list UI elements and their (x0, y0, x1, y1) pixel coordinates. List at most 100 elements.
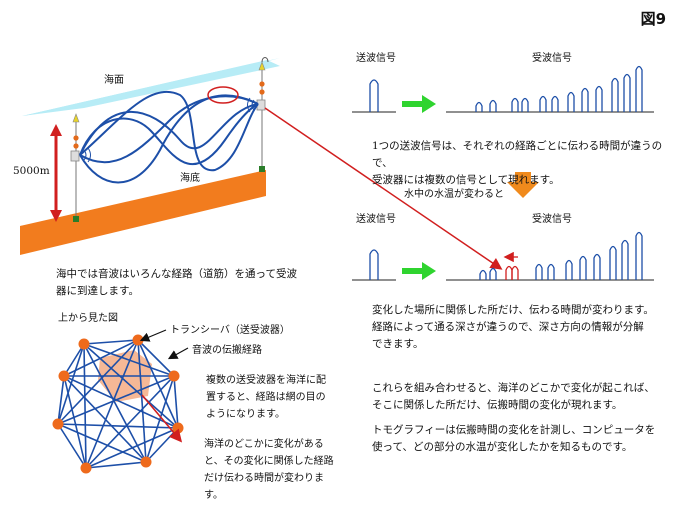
green-arrow-top (402, 95, 436, 113)
propagation-path-label: 音波の伝搬経路 (192, 345, 262, 356)
received-pulse-top-6 (551, 95, 559, 112)
depth-arrow-head-up (50, 124, 62, 136)
propagation-path (173, 375, 179, 429)
multipath-text: 海中では音波はいろんな経路（道筋）を通って受波 器に到達します。 (56, 268, 297, 297)
right-anchor (259, 166, 265, 172)
sent-pulse-top (369, 79, 379, 112)
changed-place-text: 変化した場所に関係した所だけ、伝わる時間が変わります。 経路によって通る深さが違… (372, 304, 654, 350)
right-buoy-2 (259, 89, 265, 95)
received-pulse-top-10 (611, 77, 619, 112)
left-buoy (73, 135, 79, 141)
sent-pulse-bottom (369, 249, 379, 280)
received-pulse-bottom-8 (579, 255, 587, 280)
received-pulse-top-7 (567, 91, 575, 112)
received-pulse-top-3 (511, 97, 519, 112)
sound-waves-right (247, 97, 255, 113)
received-pulses-bottom (479, 231, 643, 280)
sea-floor-slab (20, 170, 266, 255)
transceiver-node-7 (52, 418, 64, 430)
left-buoy-2 (73, 143, 79, 149)
received-pulses-top (475, 65, 643, 112)
propagation-path (63, 375, 87, 469)
received-pulse-bottom-5 (535, 263, 543, 280)
received-pulse-bottom-11 (621, 239, 629, 280)
depth-arrow-head-down (50, 210, 62, 222)
right-surface-float (258, 61, 266, 71)
received-pulse-bottom-10 (609, 245, 617, 280)
propagation-path (63, 339, 139, 377)
depth-label: 5000m (13, 165, 50, 177)
sent-signal-label-top: 送波信号 (356, 53, 396, 64)
signal-timing-text: 1つの送波信号は、それぞれの経路ごとに伝わる時間が違うので、 受波器には複数の信… (372, 140, 663, 186)
propagation-path (63, 343, 85, 377)
network-text: 複数の送受波器を海洋に配 置すると、経路は網の目の ようになります。 (206, 375, 326, 420)
water-temp-change-label: 水中の水温が変わると (404, 189, 504, 200)
received-signal-label-bottom: 受波信号 (532, 214, 572, 225)
transceiver-pointer (139, 329, 167, 342)
propagation-path (83, 343, 147, 463)
orange-down-arrow (507, 172, 539, 198)
figure-label: 図9 (640, 10, 666, 28)
sea-floor-label: 海底 (180, 173, 200, 184)
sea-surface-label: 海面 (104, 75, 124, 86)
received-pulse-top-2 (489, 99, 497, 112)
transceiver-node-6 (80, 462, 92, 474)
propagation-path (63, 375, 147, 463)
transceiver-node-1 (78, 338, 90, 350)
propagation-paths-network (57, 339, 179, 469)
change-area-arrow (141, 394, 183, 443)
propagation-path (85, 339, 139, 469)
propagation-path (83, 343, 175, 377)
sound-waves-left (83, 147, 91, 163)
received-signal-label-top: 受波信号 (532, 53, 572, 64)
transceiver-node-8 (58, 370, 70, 382)
received-pulse-bottom-1 (479, 269, 487, 280)
received-pulse-top-5 (539, 95, 547, 112)
right-hook (261, 57, 269, 63)
received-pulse-bottom-2 (489, 267, 497, 280)
change-to-signal-arrow (264, 107, 503, 270)
received-pulse-top-4 (521, 97, 529, 112)
change-location-ellipse (207, 86, 239, 104)
transceiver-node-3 (168, 370, 180, 382)
top-view-label: 上から見た図 (58, 313, 118, 324)
received-pulse-bottom-6 (547, 263, 555, 280)
received-pulse-top-9 (595, 85, 603, 112)
received-pulse-bottom-7 (565, 259, 573, 280)
propagation-path (85, 461, 147, 469)
received-pulse-top-8 (581, 87, 589, 112)
propagation-path (57, 423, 147, 463)
right-buoy (259, 81, 265, 87)
propagation-path (83, 343, 87, 469)
transceiver-label: トランシーバ（送受波器） (170, 325, 290, 336)
transceiver-node-2 (132, 334, 144, 346)
received-pulse-top-12 (635, 65, 643, 112)
combine-text: これらを組み合わせると、海洋のどこかで変化が起これば、 そこに関係した所だけ、伝… (372, 382, 655, 411)
sent-signal-label-bottom: 送波信号 (356, 214, 396, 225)
left-transceiver (70, 150, 80, 162)
change-somewhere-text: 海洋のどこかに変化があると、その変化に関係した経路 だけ伝わる時間が変わりま す… (204, 439, 334, 501)
propagation-path (137, 339, 179, 429)
transceiver-node-5 (140, 456, 152, 468)
acoustic-rays (79, 90, 259, 184)
received-pulse-bottom-3 (505, 265, 513, 280)
received-pulse-bottom-12 (635, 231, 643, 280)
received-pulse-bottom-4 (511, 265, 519, 280)
green-arrow-bottom (402, 262, 436, 280)
sea-surface-plane-body (22, 60, 280, 116)
propagation-path (57, 375, 65, 425)
propagation-path (137, 339, 175, 377)
received-pulse-top-11 (623, 73, 631, 112)
propagation-path (85, 375, 175, 469)
tomography-text: トモグラフィーは伝搬時間の変化を計測し、コンピュータを 使って、どの部分の水温が… (372, 424, 656, 453)
propagation-path (83, 339, 139, 345)
left-anchor (73, 216, 79, 222)
transceiver-nodes (52, 334, 184, 474)
received-pulse-bottom-9 (593, 253, 601, 280)
left-surface-float (72, 113, 80, 123)
received-pulse-top-1 (475, 101, 483, 112)
propagation-path (57, 423, 87, 469)
propagation-path (57, 423, 179, 429)
